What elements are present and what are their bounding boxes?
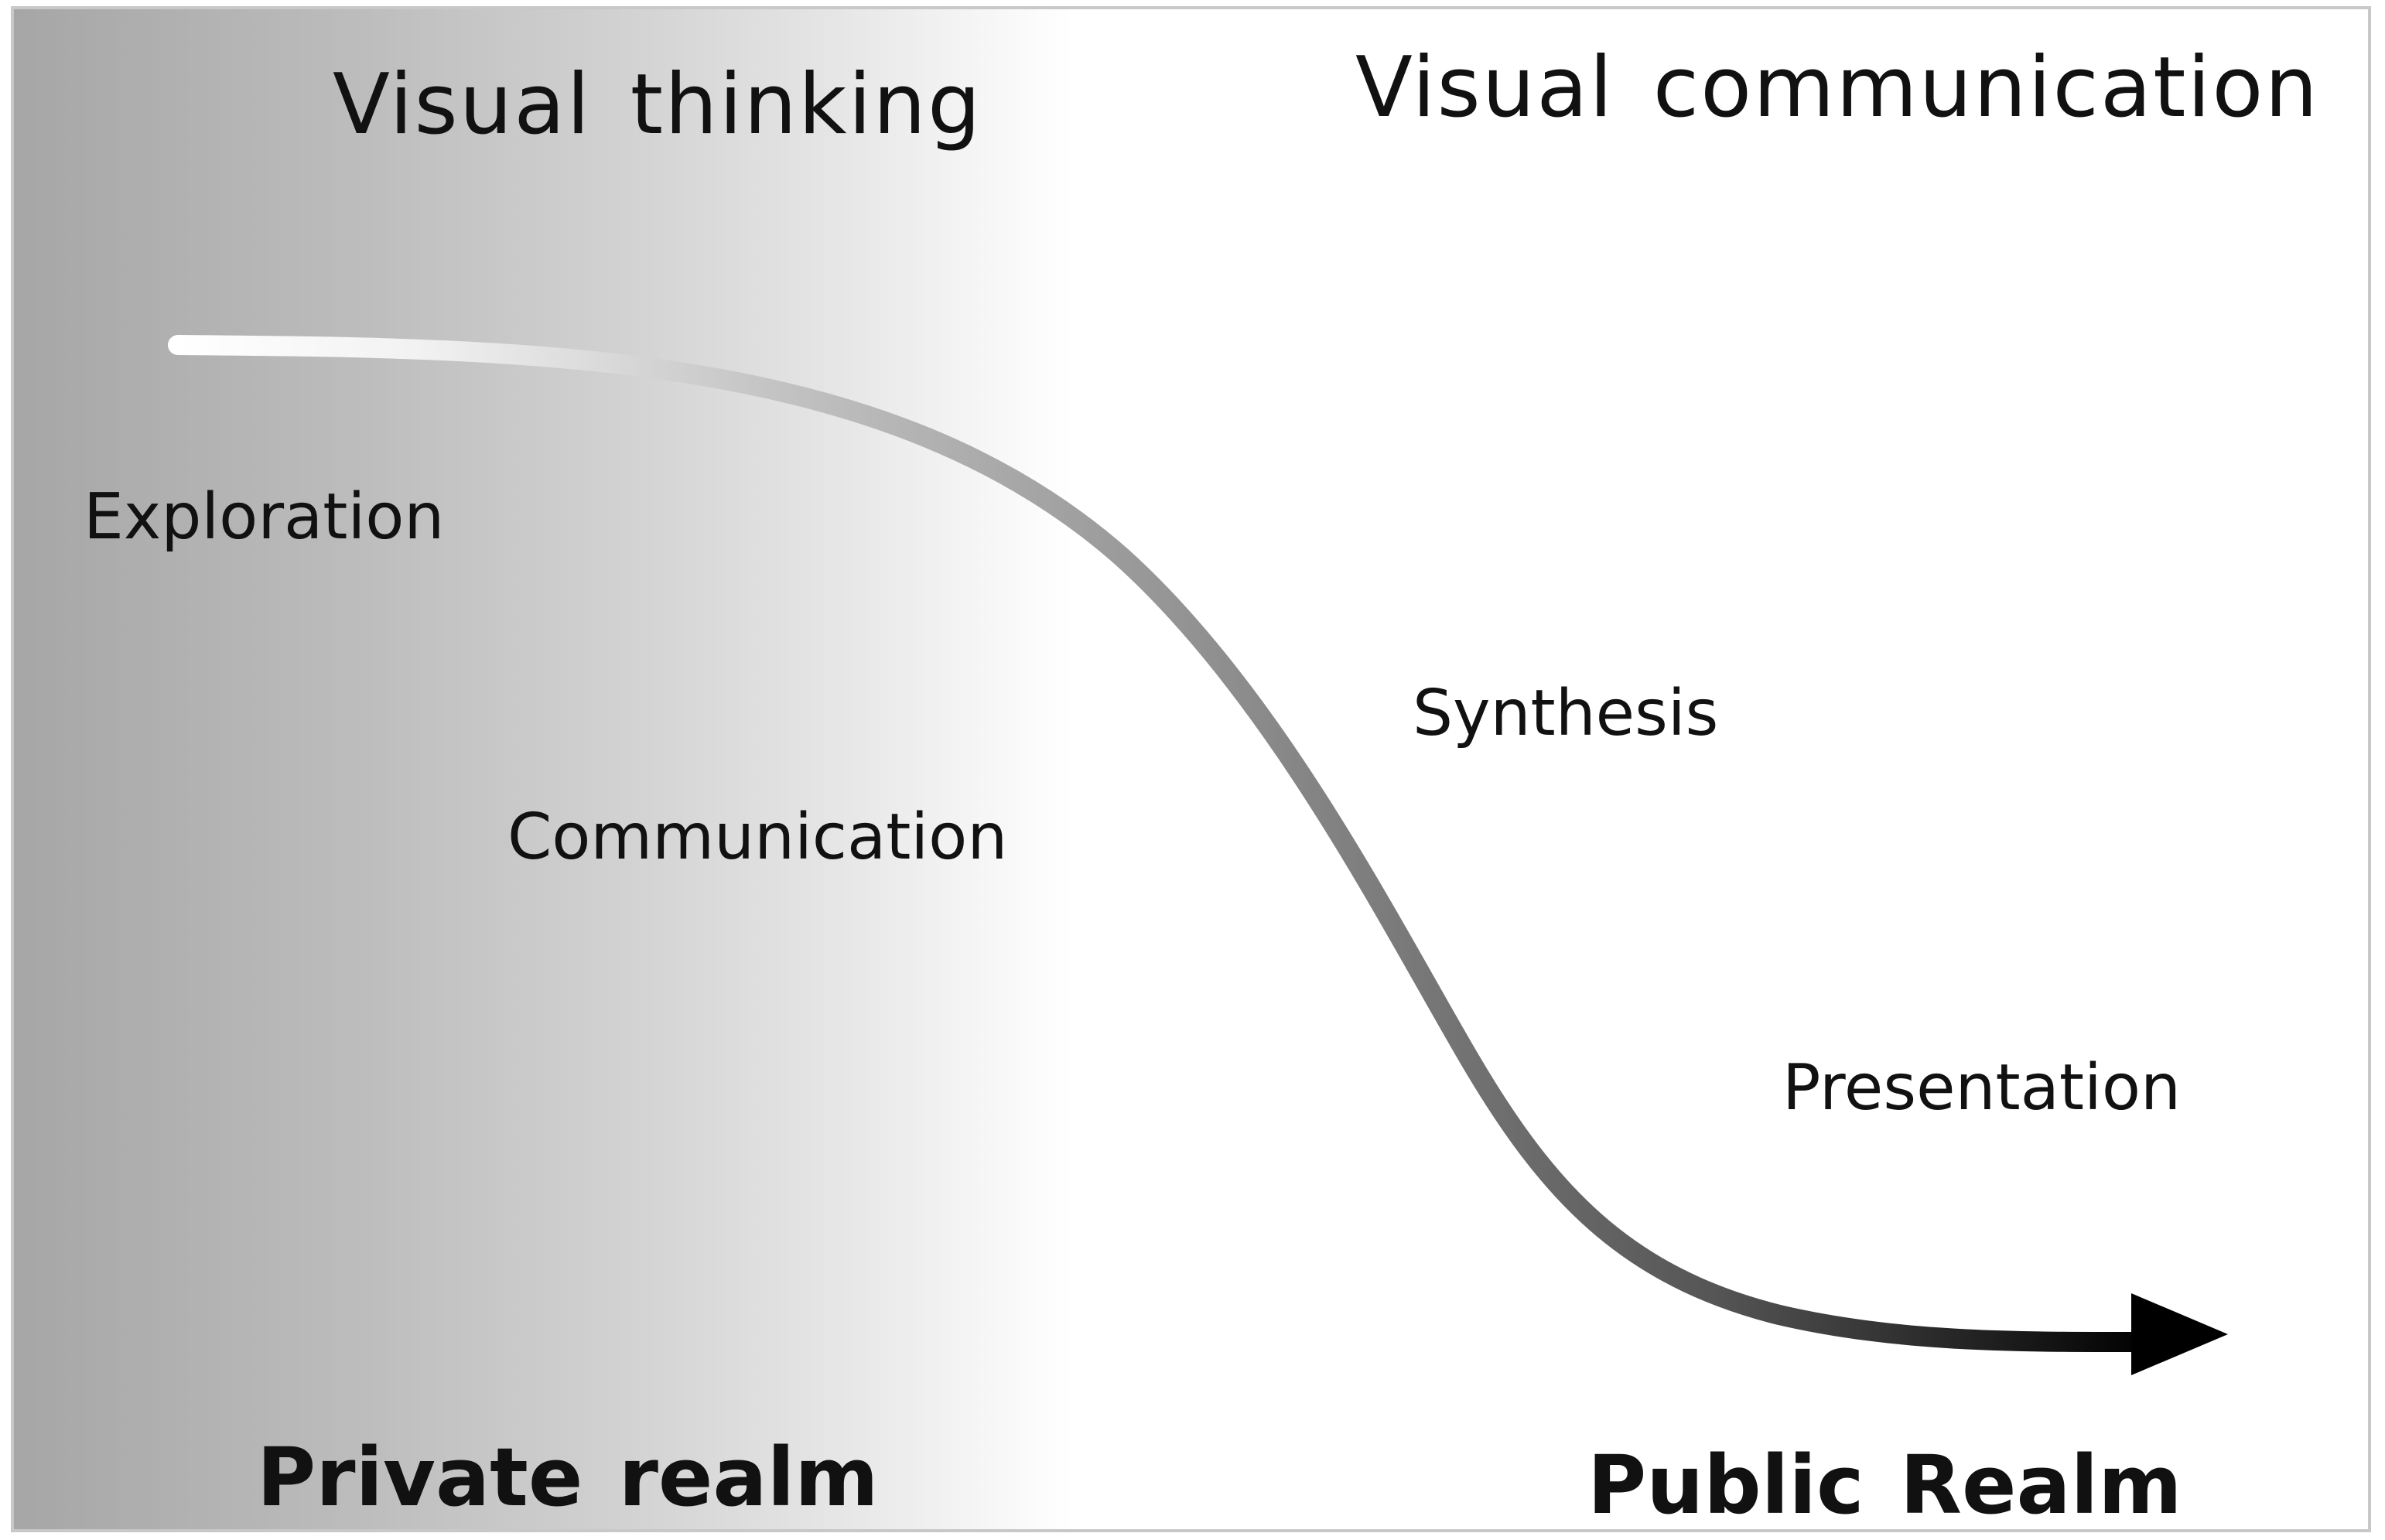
diagram-background <box>11 6 2371 1532</box>
synthesis-label: Synthesis <box>1413 677 1719 750</box>
arrowhead-icon <box>2131 1293 2228 1375</box>
exploration-label: Exploration <box>84 480 445 554</box>
private-realm-label: Private realm <box>257 1430 879 1525</box>
visual-communication-heading: Visual communication <box>1355 39 2319 136</box>
communication-label: Communication <box>507 801 1008 874</box>
process-curve <box>168 335 2145 1352</box>
presentation-label: Presentation <box>1782 1051 2181 1125</box>
visual-thinking-heading: Visual thinking <box>333 56 982 153</box>
public-realm-label: Public Realm <box>1587 1438 2182 1532</box>
